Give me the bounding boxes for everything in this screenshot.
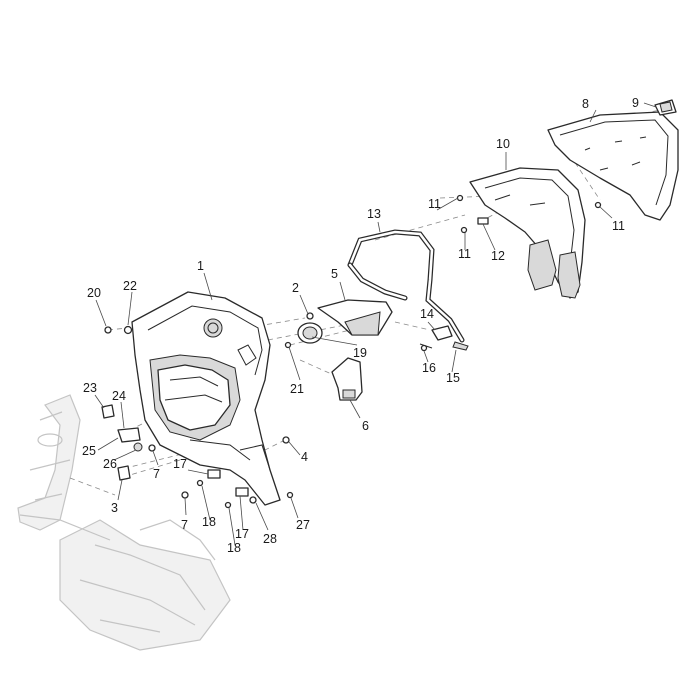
label-part-10: 10	[496, 137, 510, 151]
label-part-28: 28	[263, 532, 277, 546]
screw-20	[104, 326, 112, 334]
screw-7a	[148, 444, 156, 452]
label-part-24: 24	[112, 389, 126, 403]
label-part-17a: 17	[173, 457, 187, 471]
screw-7b	[181, 491, 189, 499]
label-part-17b: 17	[235, 527, 249, 541]
label-part-5: 5	[331, 267, 338, 281]
part-number-labels: 1 2 3 4 5 6 7 7 8 9 10 11 11 11 12 13 14…	[82, 96, 639, 555]
part-13-trim-strip	[347, 229, 465, 343]
label-part-4: 4	[301, 450, 308, 464]
part-10-inner-panel	[469, 167, 586, 299]
part-6-bracket	[331, 357, 363, 401]
nut-23	[101, 404, 115, 419]
part-19-grommet	[297, 322, 323, 344]
screw-11c	[594, 201, 602, 209]
label-part-13: 13	[367, 207, 381, 221]
label-part-23: 23	[83, 381, 97, 395]
label-part-20: 20	[87, 286, 101, 300]
fasteners	[101, 194, 602, 509]
clip-17b	[235, 487, 249, 497]
label-part-2: 2	[292, 281, 299, 295]
screw-2	[306, 312, 314, 320]
label-part-21: 21	[290, 382, 304, 396]
clip-17a	[207, 469, 221, 479]
part-5-cover-panel	[317, 299, 393, 336]
label-part-15: 15	[446, 371, 460, 385]
screw-27	[286, 491, 294, 499]
screw-11b	[460, 226, 468, 234]
screw-18b	[224, 501, 232, 509]
label-part-12: 12	[491, 249, 505, 263]
part-14-latch	[419, 325, 469, 351]
clip-12	[477, 217, 489, 225]
label-part-6: 6	[362, 419, 369, 433]
bracket-24	[117, 427, 141, 443]
label-part-9: 9	[632, 96, 639, 110]
label-part-19: 19	[353, 346, 367, 360]
label-part-14: 14	[420, 307, 434, 321]
label-part-3: 3	[111, 501, 118, 515]
leader-lines	[94, 102, 657, 546]
screw-16	[420, 344, 428, 352]
label-part-11c: 11	[612, 219, 625, 233]
bolt-26	[133, 442, 143, 452]
spring-28	[249, 496, 257, 504]
label-part-18b: 18	[227, 541, 241, 555]
clip-22	[123, 325, 133, 335]
clip-3	[117, 465, 131, 481]
screw-18a	[196, 479, 204, 487]
part-1-leg-shield	[131, 291, 281, 506]
label-part-1: 1	[197, 259, 204, 273]
scooter-frame-outline	[17, 394, 231, 651]
label-part-11a: 11	[428, 197, 441, 211]
label-part-18a: 18	[202, 515, 216, 529]
screw-11a	[456, 194, 464, 202]
label-part-16: 16	[422, 361, 436, 375]
label-part-7b: 7	[181, 518, 188, 532]
label-part-25: 25	[82, 444, 96, 458]
label-part-11b: 11	[458, 247, 471, 261]
screw-4	[282, 436, 290, 444]
label-part-26: 26	[103, 457, 117, 471]
label-part-7a: 7	[153, 467, 160, 481]
screw-21	[284, 341, 292, 349]
part-9-cap	[654, 99, 677, 116]
label-part-22: 22	[123, 279, 137, 293]
label-part-8: 8	[582, 97, 589, 111]
label-part-27: 27	[296, 518, 310, 532]
